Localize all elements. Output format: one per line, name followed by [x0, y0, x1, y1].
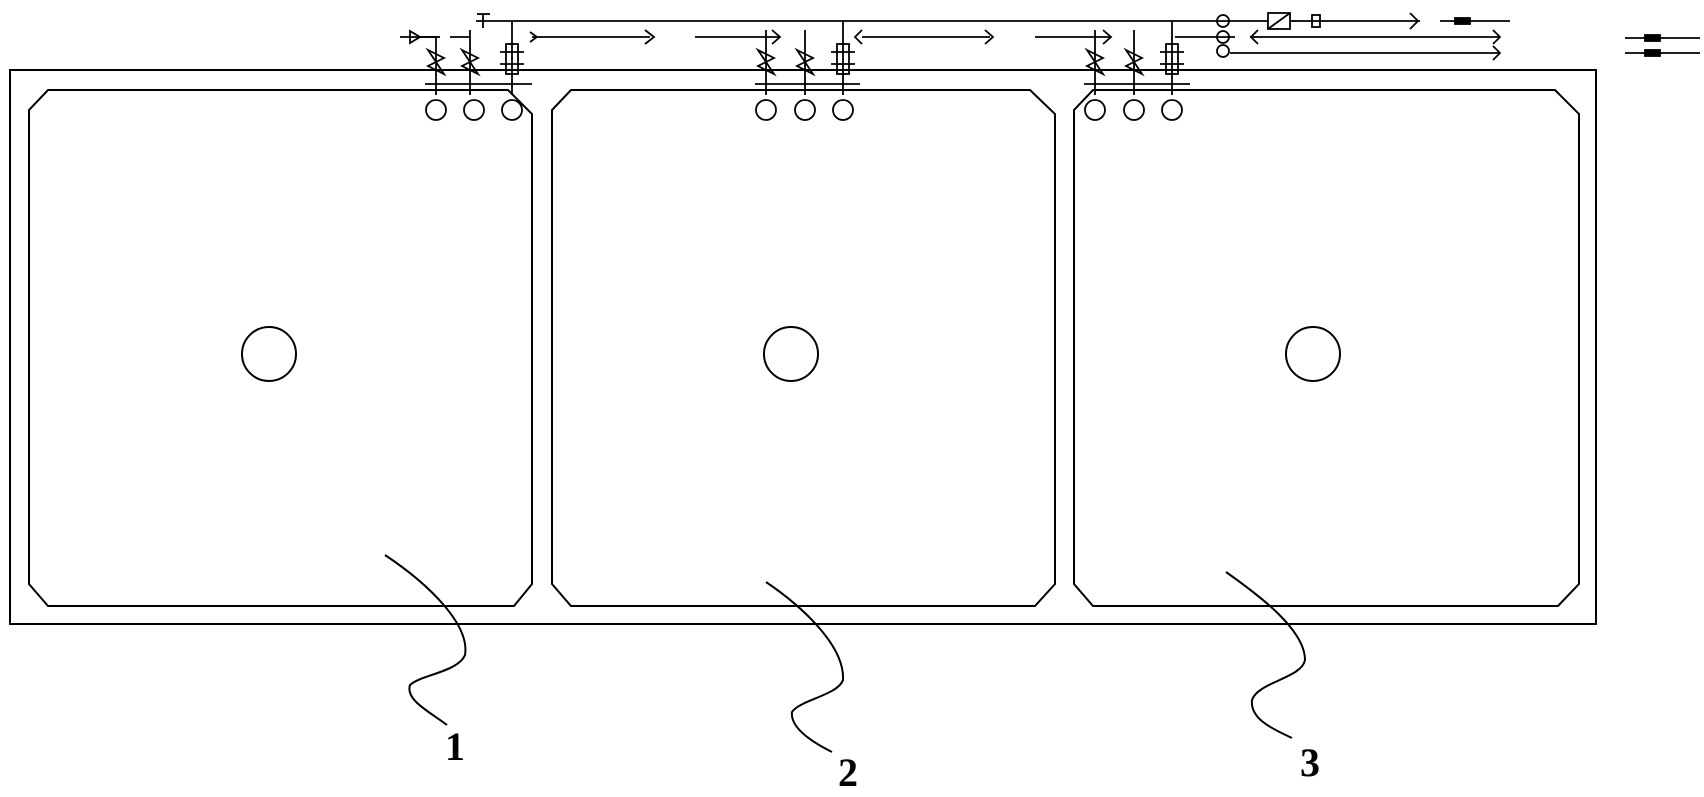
- instrument-group-3: [1084, 21, 1190, 121]
- gate-valve-icon: [794, 47, 816, 77]
- tank-label-2: 2: [838, 750, 858, 795]
- sensor-circle-icon: [463, 99, 485, 121]
- gate-valve-icon: [1123, 47, 1145, 77]
- tank-chamber-3: [1073, 89, 1580, 607]
- housing-frame: [9, 69, 1597, 625]
- gate-valve-icon: [755, 47, 777, 77]
- sensor-circle-icon: [1161, 99, 1183, 121]
- leader-line-2: [765, 581, 845, 753]
- instrument-group-2: [755, 21, 860, 121]
- sensor-circle-icon: [1123, 99, 1145, 121]
- sensor-circle-icon: [794, 99, 816, 121]
- sensor-circle-icon: [755, 99, 777, 121]
- pump-icon: [1216, 14, 1230, 28]
- drain-hole-icon: [1285, 326, 1341, 382]
- tank-chamber-1: [28, 89, 533, 607]
- flowmeter-icon: [831, 43, 855, 75]
- gate-valve-icon: [425, 47, 447, 77]
- drain-hole-icon: [763, 326, 819, 382]
- pump-icon: [1216, 30, 1230, 44]
- tank-chamber-2: [551, 89, 1056, 607]
- sensor-circle-icon: [832, 99, 854, 121]
- gate-valve-icon: [1084, 47, 1106, 77]
- tank-label-1: 1: [445, 724, 465, 769]
- instrument-group-1: [400, 21, 532, 121]
- leader-line-1: [384, 554, 467, 726]
- tank-label-3: 3: [1300, 740, 1320, 785]
- pump-icon: [1216, 44, 1230, 58]
- drain-hole-icon: [241, 326, 297, 382]
- gate-valve-icon: [459, 47, 481, 77]
- sensor-circle-icon: [425, 99, 447, 121]
- flowmeter-icon: [1160, 43, 1184, 75]
- sensor-circle-icon: [501, 99, 523, 121]
- sensor-circle-icon: [1084, 99, 1106, 121]
- flowmeter-icon: [500, 43, 524, 75]
- leader-line-3: [1225, 571, 1307, 739]
